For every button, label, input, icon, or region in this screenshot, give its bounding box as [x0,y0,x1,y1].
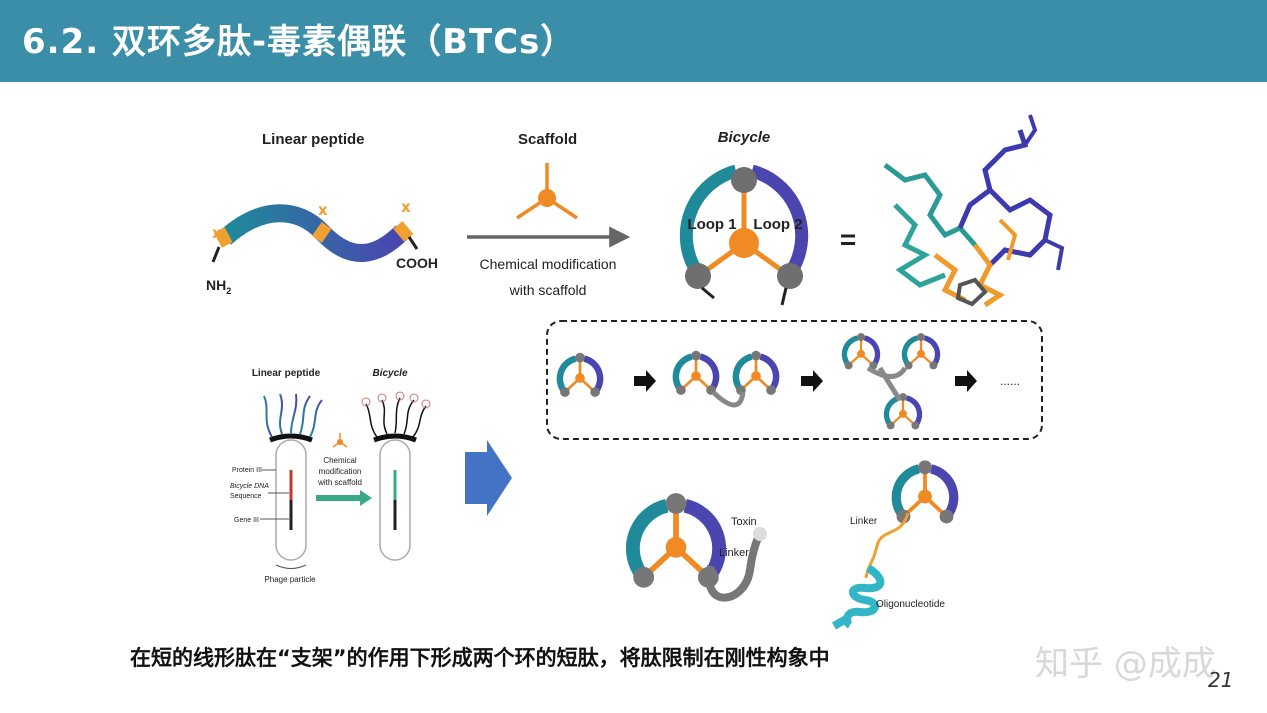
multimer-ellipsis: ...... [1000,374,1020,388]
multimer-monomer [560,353,600,397]
big-right-arrow [465,440,512,516]
cooh-label: COOH [396,255,438,271]
protein-iii-label: Protein III [232,467,262,474]
slide-title: 6.2. 双环多肽-毒素偶联（BTCs） [22,22,576,62]
phage-particle-label: Phage particle [264,575,316,584]
scaffold-label: Scaffold [518,131,577,148]
molecular-structure-image [883,114,1065,308]
crosslink-mark-1: x [212,224,222,242]
dna-label-line2: Sequence [230,493,262,500]
phage-particle-linear [263,393,323,561]
multimer-arrow-3 [955,370,977,392]
phage-particle-bicycle [361,391,431,561]
slide-caption: 在短的线形肽在“支架”的作用下形成两个环的短肽，将肽限制在刚性构象中 [130,646,830,670]
arrow-caption-line1: Chemical modification [480,256,617,272]
bicycle-diagram [679,164,809,306]
linker-label: Linker [719,547,749,559]
loop2-label: Loop 2 [753,216,802,233]
slide-header: 6.2. 双环多肽-毒素偶联（BTCs） [0,0,1267,82]
phage-chem-line3: with scaffold [317,478,362,487]
toxin-conjugate [633,493,767,602]
phage-chem-line1: Chemical [323,456,357,465]
equals-sign: = [840,224,856,255]
arrow-caption-line2: with scaffold [509,282,587,298]
watermark: 知乎 @成成 [1035,644,1216,684]
linker-label-2: Linker [850,516,878,527]
oligonucleotide-label: Oligonucleotide [876,599,945,610]
linear-peptide-label: Linear peptide [262,131,365,148]
phage-chem-line2: modification [319,467,362,476]
toxin-label: Toxin [731,516,757,528]
gene-iii-label: Gene III [234,517,259,524]
linear-peptide-chain: x x x [211,198,419,263]
scaffold-small [332,433,348,448]
phage-linear-peptide-label: Linear peptide [252,368,321,379]
crosslink-mark-3: x [401,198,411,216]
crosslink-mark-2: x [318,201,328,219]
nh2-label: NH2 [206,277,231,296]
scaffold-shape [516,163,578,220]
phage-bicycle-label: Bicycle [372,368,407,379]
multimer-arrow-1 [634,370,656,392]
page-number: 21 [1208,668,1234,692]
bicycle-label: Bicycle [718,129,771,146]
multimer-dimer [676,351,776,408]
loop1-label: Loop 1 [687,216,736,233]
multimer-trimer [844,333,937,429]
multimer-panel [546,320,1043,440]
oligo-conjugate [832,460,954,630]
dna-label-line1: Bicycle DNA [230,483,269,490]
multimer-arrow-2 [801,370,823,392]
